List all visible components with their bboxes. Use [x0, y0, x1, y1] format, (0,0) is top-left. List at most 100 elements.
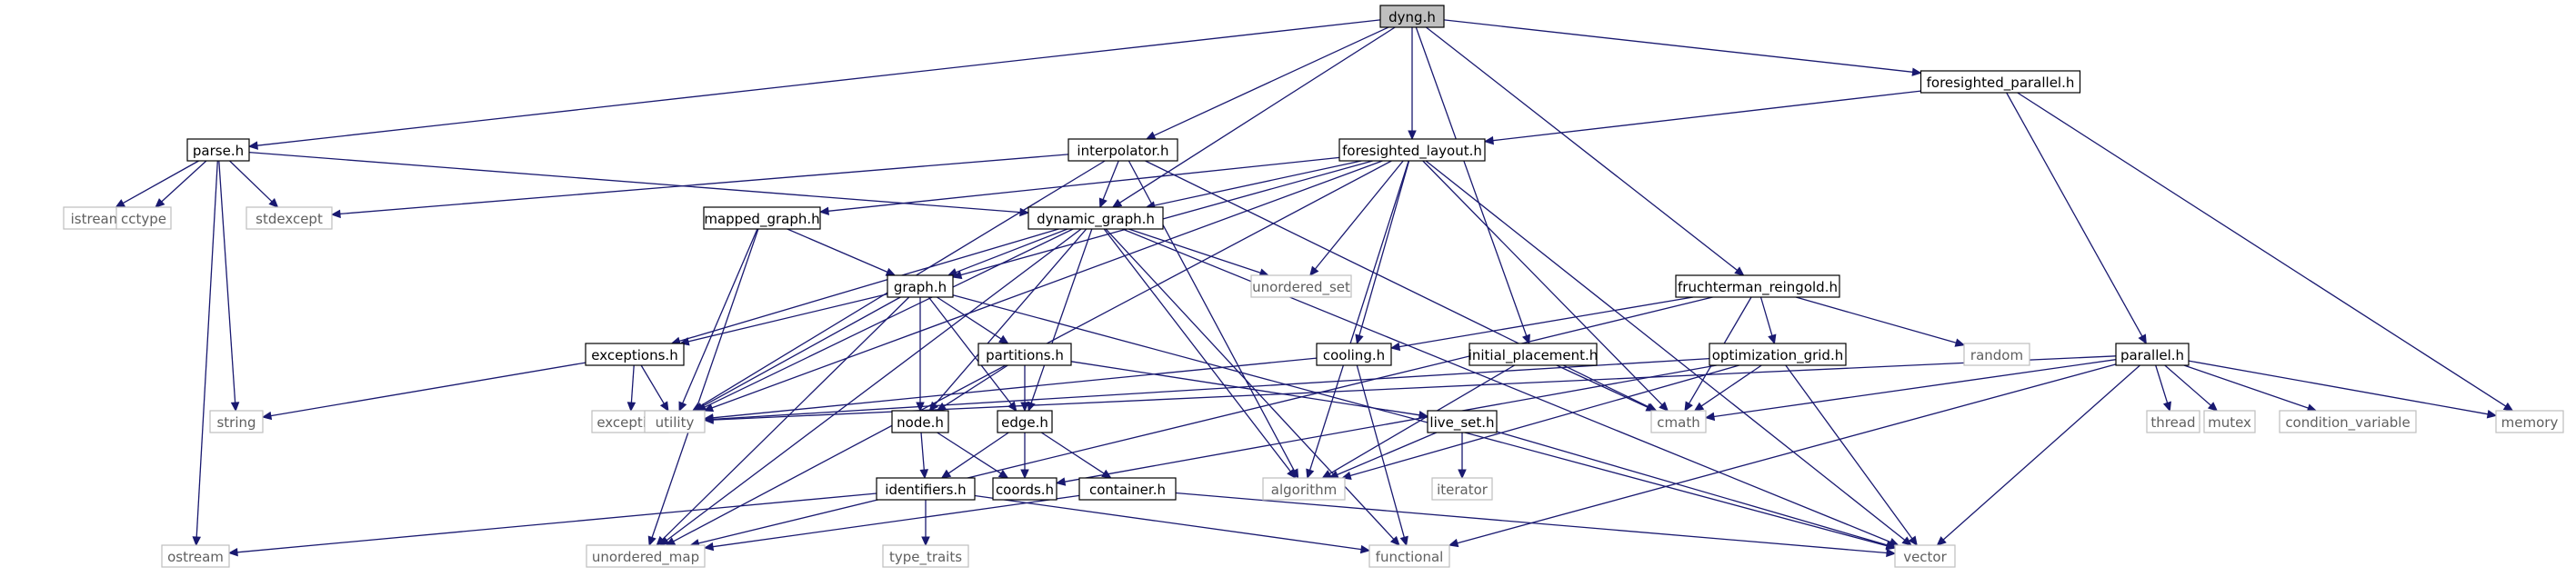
node-box[interactable]	[992, 477, 1057, 501]
node-box[interactable]	[2115, 343, 2190, 366]
edge-line	[1154, 160, 1362, 206]
node-box[interactable]	[1427, 410, 1498, 433]
node-optimization-grid[interactable]: optimization_grid.h	[1709, 343, 1847, 366]
node-dynamic-graph[interactable]: dynamic_graph.h	[1027, 206, 1164, 230]
edge-arrowhead	[192, 536, 201, 547]
edge-container-to-unordered_map	[703, 494, 1080, 552]
edge-optimization_grid-to-coords	[1055, 364, 1718, 486]
node-parallel[interactable]: parallel.h	[2115, 343, 2190, 366]
node-box	[1431, 477, 1493, 501]
edge-arrowhead	[647, 535, 657, 547]
node-partitions[interactable]: partitions.h	[977, 343, 1072, 366]
node-box[interactable]	[887, 274, 954, 298]
node-box[interactable]	[1067, 138, 1178, 162]
node-box[interactable]	[1919, 70, 2081, 94]
edge-line	[2006, 92, 2143, 337]
edge-foresighted_layout-to-vector	[1425, 160, 1912, 546]
edge-dynamic_graph-to-unordered_set	[1128, 228, 1269, 277]
node-foresighted-layout[interactable]: foresighted_layout.h	[1338, 138, 1486, 162]
node-box[interactable]	[977, 343, 1072, 366]
node-mapped-graph[interactable]: mapped_graph.h	[703, 206, 821, 230]
edge-line	[712, 357, 1710, 421]
edge-identifiers-to-ostream	[227, 492, 877, 557]
node-functional: functional	[1368, 544, 1450, 568]
node-box[interactable]	[186, 138, 250, 162]
node-label: interpolator.h	[1077, 143, 1168, 159]
edge-line	[2155, 364, 2169, 403]
edge-line	[1349, 364, 1739, 477]
node-box[interactable]	[891, 410, 949, 433]
node-interpolator[interactable]: interpolator.h	[1067, 138, 1178, 162]
edge-foresighted_layout-to-dynamic_graph	[1145, 160, 1362, 210]
node-identifiers[interactable]: identifiers.h	[876, 477, 976, 501]
node-box[interactable]	[1379, 5, 1445, 28]
node-box[interactable]	[1027, 206, 1164, 230]
node-live-set[interactable]: live_set.h	[1427, 410, 1498, 433]
edge-arrowhead	[818, 206, 829, 216]
node-box	[1963, 343, 2030, 366]
edge-line	[960, 160, 1373, 276]
node-box[interactable]	[1078, 477, 1177, 501]
node-box[interactable]	[585, 343, 685, 366]
edge-arrowhead	[1448, 538, 1459, 548]
edge-line	[1030, 228, 1093, 403]
edge-graph-to-partitions	[937, 296, 1009, 344]
node-exceptions[interactable]: exceptions.h	[585, 343, 685, 366]
edge-fruchterman_reingold-to-unordered_map	[689, 296, 1713, 548]
node-cmath: cmath	[1650, 410, 1707, 433]
edge-arrowhead	[1399, 535, 1408, 547]
edge-arrowhead	[1954, 338, 1966, 347]
edge-line	[1398, 296, 1694, 348]
node-box[interactable]	[1675, 274, 1840, 298]
edge-exceptions-to-exception	[626, 364, 636, 413]
node-coords[interactable]: coords.h	[992, 477, 1057, 501]
edge-foresighted_layout-to-utility	[703, 160, 1383, 413]
node-initial-placement[interactable]: initial_placement.h	[1468, 343, 1599, 366]
node-box[interactable]	[1468, 343, 1598, 366]
edge-edge-to-container	[1040, 432, 1112, 479]
node-box[interactable]	[703, 206, 821, 230]
edge-arrowhead	[247, 141, 258, 150]
node-box[interactable]	[876, 477, 976, 501]
edge-partitions-to-edge	[1020, 365, 1029, 413]
node-graph[interactable]: graph.h	[887, 274, 954, 298]
node-label: coords.h	[996, 482, 1054, 498]
edge-arrowhead	[1768, 333, 1777, 345]
node-dyng[interactable]: dyng.h	[1379, 5, 1445, 28]
edge-interpolator-to-dynamic_graph	[1098, 160, 1119, 209]
node-box[interactable]	[997, 410, 1053, 433]
edge-line	[704, 228, 1074, 408]
edge-line	[662, 296, 910, 541]
node-thread: thread	[2146, 410, 2200, 433]
edge-graph-to-vector	[952, 294, 1897, 551]
node-label: graph.h	[894, 279, 947, 295]
edge-dyng-to-foresighted_layout	[1408, 27, 1417, 141]
edge-line	[1942, 364, 2140, 541]
node-box[interactable]	[1338, 138, 1486, 162]
edge-line	[2183, 364, 2309, 409]
edge-line	[1105, 228, 1395, 540]
edge-arrowhead	[1111, 198, 1123, 208]
edge-arrowhead	[268, 197, 279, 208]
edge-line	[712, 357, 1318, 419]
edge-line	[270, 362, 586, 417]
node-node[interactable]: node.h	[891, 410, 949, 433]
edge-exceptions-to-utility	[640, 364, 669, 413]
node-label: functional	[1376, 549, 1444, 565]
node-foresighted-parallel[interactable]: foresighted_parallel.h	[1919, 70, 2081, 94]
node-cooling[interactable]: cooling.h	[1316, 343, 1392, 366]
edge-arrowhead	[1704, 412, 1716, 422]
edge-line	[1064, 364, 1718, 482]
edge-arrowhead	[330, 209, 341, 219]
node-container[interactable]: container.h	[1078, 477, 1177, 501]
node-parse[interactable]: parse.h	[186, 138, 250, 162]
edge-initial_placement-to-cmath	[1556, 364, 1657, 412]
node-edge[interactable]: edge.h	[997, 410, 1053, 433]
node-fruchterman-reingold[interactable]: fruchterman_reingold.h	[1675, 274, 1840, 298]
edge-line	[1759, 296, 1773, 336]
node-box[interactable]	[1709, 343, 1847, 366]
node-type-traits: type_traits	[882, 544, 969, 568]
edge-line	[1795, 296, 1957, 343]
node-box[interactable]	[1316, 343, 1392, 366]
node-label: cooling.h	[1323, 347, 1385, 363]
